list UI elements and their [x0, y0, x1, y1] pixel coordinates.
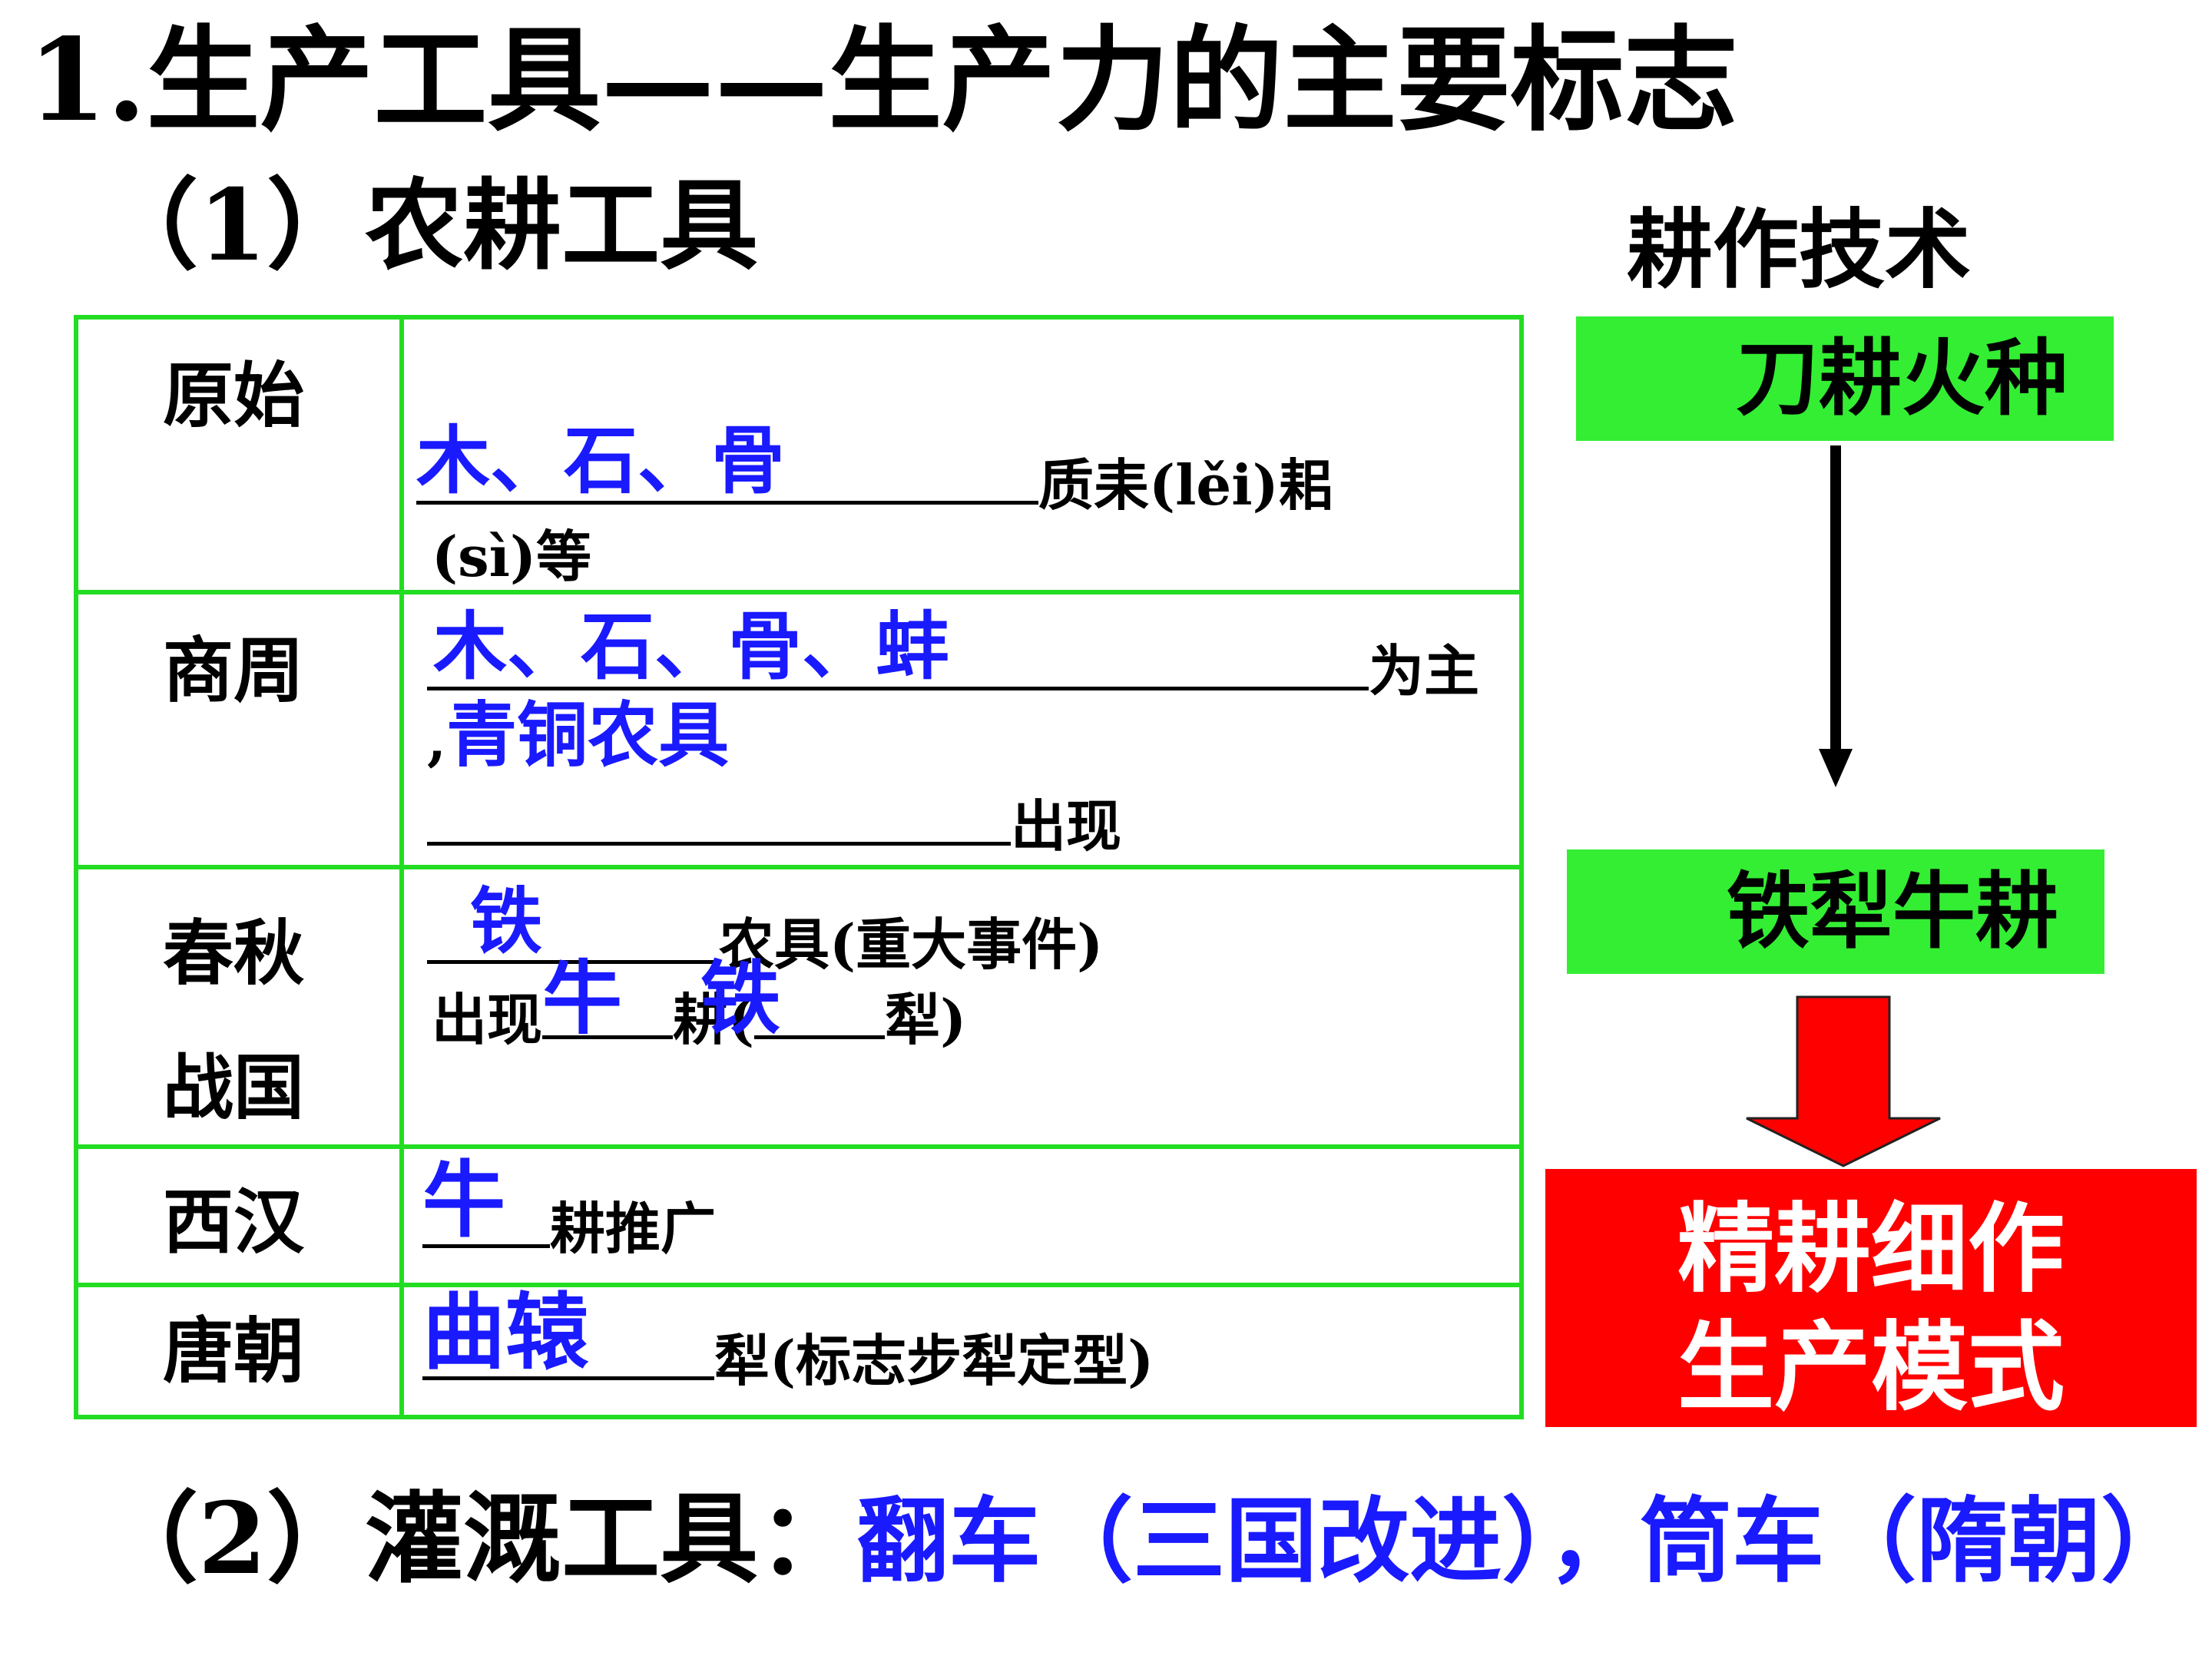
- red-down-arrow-icon: [1746, 995, 1941, 1167]
- answer-text-2: 青铜农具: [446, 694, 730, 777]
- answer-blank: 铁: [427, 886, 719, 964]
- description-text-line3: 出现: [1011, 793, 1122, 859]
- result-line2: 生产模式: [1677, 1310, 2065, 1424]
- era-cell: 原始: [78, 320, 404, 590]
- answer-blank: 木、石、骨、蚌: [427, 610, 1369, 690]
- intensive-farming-box: 精耕细作 生产模式: [1545, 1169, 2197, 1427]
- farming-technique-heading: 耕作技术: [1627, 200, 1971, 300]
- answer-text-3: 铁: [700, 952, 781, 1045]
- table-row-shang-zhou: 商周 木、石、骨、蚌 为主 ,青铜农具 出现: [78, 594, 1519, 869]
- answer-blank-2: 牛: [542, 952, 674, 1045]
- description-text: 犁(标志步犁定型): [714, 1328, 1154, 1393]
- era-line2: 战国: [163, 1045, 305, 1129]
- answer-text: 铁: [470, 880, 543, 964]
- answer-text: 曲辕: [422, 1285, 589, 1381]
- description-text: 农具(重大事件): [719, 912, 1104, 977]
- era-line1: 春秋: [163, 912, 305, 995]
- tool-cell: 曲辕 犁(标志步犁定型): [404, 1287, 1519, 1415]
- comma-text: ,: [427, 707, 447, 773]
- table-row-primitive: 原始 木、石、骨 质耒(lěi)耜 (sì)等: [78, 320, 1519, 594]
- description-text: 为主: [1369, 638, 1480, 704]
- answer-blank: 木、石、骨: [416, 424, 1038, 505]
- tool-cell: 木、石、骨、蚌 为主 ,青铜农具 出现: [404, 594, 1519, 865]
- irrigation-label: （2）灌溉工具：: [100, 1482, 857, 1597]
- section-heading-farming-tools: （1）农耕工具: [100, 168, 759, 283]
- iron-plow-ox-box: 铁犁牛耕: [1567, 849, 2104, 974]
- irrigation-line: （2）灌溉工具：翻车（三国改进），筒车（隋朝）: [100, 1490, 2193, 1588]
- farming-tools-table: 原始 木、石、骨 质耒(lěi)耜 (sì)等 商周 木、石、骨、蚌 为主 ,青…: [74, 315, 1524, 1419]
- table-row-tang: 唐朝 曲辕 犁(标志步犁定型): [78, 1287, 1519, 1415]
- answer-blank: 曲辕: [422, 1292, 714, 1380]
- tool-cell: 牛 耕推广: [404, 1149, 1519, 1283]
- description-text-line2: (sì)等: [432, 524, 592, 589]
- answer-text: 木、石、骨、蚌: [433, 604, 949, 690]
- description-text: 耕推广: [550, 1196, 717, 1261]
- line2-suffix: 犁): [885, 987, 967, 1052]
- answer-blank-3: 铁: [700, 959, 886, 1039]
- era-cell: 商周: [78, 594, 404, 865]
- description-text: 质耒(lěi)耜: [1038, 452, 1334, 518]
- tool-cell: 铁 农具(重大事件) 出现 牛 耕( 铁 犁): [404, 869, 1519, 1144]
- tool-cell: 木、石、骨 质耒(lěi)耜 (sì)等: [404, 320, 1519, 590]
- era-cell: 西汉: [78, 1149, 404, 1283]
- table-row-western-han: 西汉 牛 耕推广: [78, 1149, 1519, 1287]
- down-arrow-icon: [1819, 445, 1853, 787]
- line2-prefix: 出现: [432, 987, 543, 1052]
- era-cell: 春秋 战国: [78, 869, 404, 1144]
- line2-middle: 耕(: [673, 987, 755, 1052]
- era-cell: 唐朝: [78, 1287, 404, 1415]
- table-row-spring-autumn-warring-states: 春秋 战国 铁 农具(重大事件) 出现 牛 耕( 铁 犁): [78, 869, 1519, 1149]
- answer-blank: 牛: [422, 1160, 550, 1248]
- result-line1: 精耕细作: [1677, 1193, 2065, 1306]
- irrigation-answer: 翻车（三国改进），筒车（隋朝）: [856, 1488, 2194, 1595]
- answer-text: 牛: [422, 1153, 506, 1249]
- answer-text-2: 牛: [542, 952, 623, 1045]
- blank-line: [427, 783, 1011, 846]
- slash-and-burn-box: 刀耕火种: [1576, 316, 2114, 441]
- answer-text: 木、石、骨: [416, 418, 785, 504]
- page-title: 1.生产工具——生产力的主要标志: [28, 13, 1738, 147]
